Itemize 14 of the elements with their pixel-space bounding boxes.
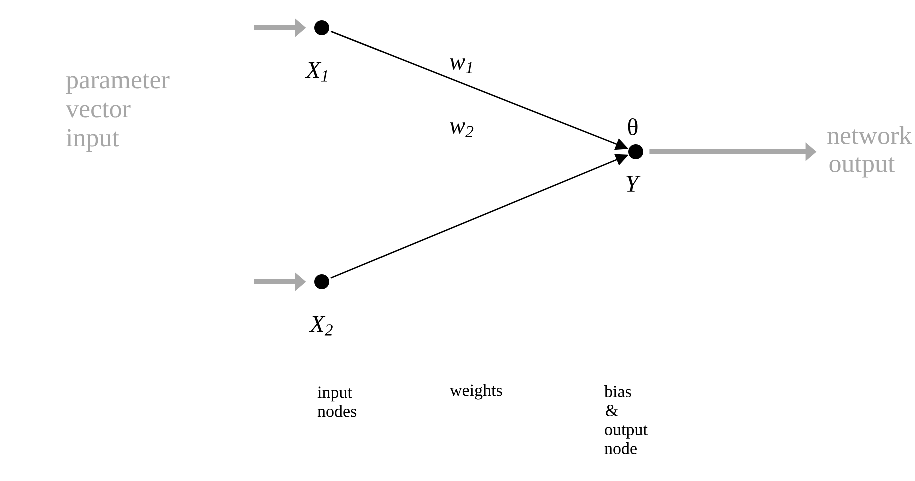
caption-text: weights: [450, 384, 502, 400]
caption-text: bias & output node: [604, 386, 648, 454]
output-text: network output: [828, 126, 912, 178]
bias-symbol: θ: [628, 118, 638, 136]
edge-label: w$_{1}$: [450, 58, 472, 74]
node-dot: [314, 20, 330, 36]
node-label: X$_{1}$: [305, 62, 328, 82]
node-label: Y: [626, 176, 641, 192]
node-dot: [314, 274, 330, 290]
node-label: X$_{2}$: [309, 316, 333, 336]
input-text: parameter vector input: [66, 74, 170, 152]
edge-label: w$_{2}$: [450, 122, 474, 138]
caption-text: input nodes: [318, 386, 357, 418]
node-dot: [628, 144, 644, 160]
